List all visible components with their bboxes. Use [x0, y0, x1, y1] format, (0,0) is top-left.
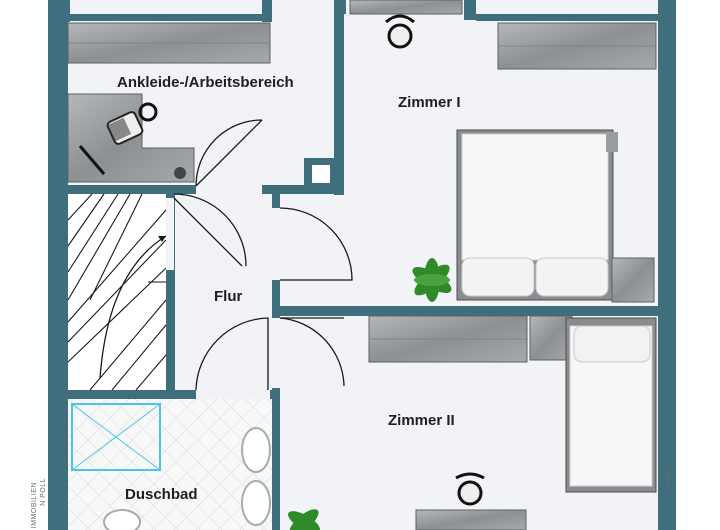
desk-room2: [415, 472, 527, 530]
label-room-2: Zimmer II: [388, 412, 455, 429]
watermark-left-subtext: IMMOBILIEN: [31, 482, 38, 529]
wardrobe-dressing: [67, 22, 271, 64]
toilet: [103, 509, 141, 530]
sinks: [241, 427, 271, 526]
plant-room2: [288, 509, 320, 530]
wardrobe-room1: [497, 22, 657, 70]
bath-floor: [68, 398, 274, 530]
watermark-left-text: N POLL: [40, 478, 47, 506]
watermark-right: ndriss: [664, 470, 671, 492]
desk-room1: [349, 0, 463, 49]
staircase: [67, 193, 167, 391]
shower: [71, 403, 161, 471]
label-room-1: Zimmer I: [398, 94, 461, 111]
watermark-left: N POLL: [40, 478, 47, 506]
desk-dressing: [67, 93, 195, 183]
plant-room1: [412, 258, 452, 302]
label-hallway: Flur: [214, 288, 243, 305]
watermark-right-text: ndriss: [664, 470, 671, 492]
interior-walls: [68, 0, 660, 530]
single-bed: [565, 317, 657, 493]
double-bed: [456, 129, 655, 303]
watermark-left-small: IMMOBILIEN: [31, 482, 38, 528]
wardrobe-room2: [368, 315, 528, 363]
label-shower-bath: Duschbad: [125, 486, 198, 503]
label-dressing-area: Ankleide-/Arbeitsbereich: [117, 74, 294, 91]
doors: [166, 119, 353, 399]
